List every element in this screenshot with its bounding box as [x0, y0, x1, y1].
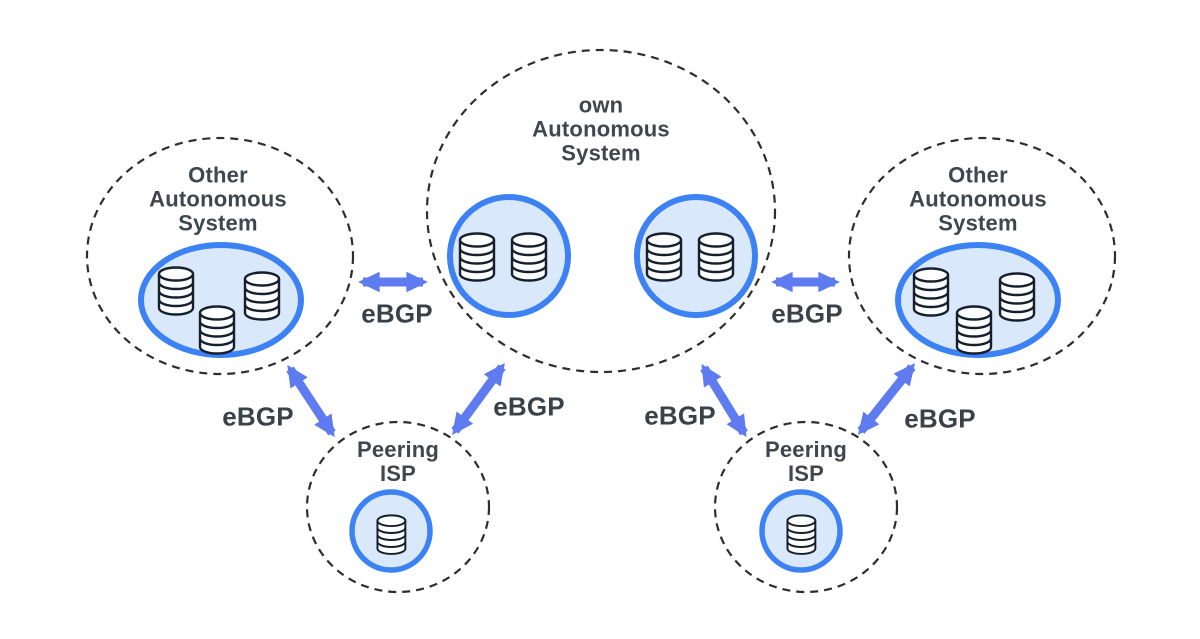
- ebgp-label-other-right-to-own: eBGP: [771, 298, 843, 329]
- database-icon: [157, 266, 195, 316]
- database-icon: [645, 232, 683, 282]
- peering-isp-left-label: Peering ISP: [356, 436, 440, 486]
- own-as-label: own Autonomous System: [532, 92, 670, 167]
- database-icon: [510, 232, 548, 282]
- other-as-left-boundary: [85, 136, 355, 376]
- ebgp-label-own-to-isp-left: eBGP: [493, 391, 565, 422]
- own-as-router-group-right: [634, 194, 758, 318]
- ebgp-arrow-other-left-to-isp-left: [286, 364, 336, 438]
- database-icon: [786, 514, 817, 555]
- ebgp-arrow-other-right-to-isp-right: [857, 363, 916, 435]
- database-icon: [697, 232, 735, 282]
- peering-isp-right-boundary: [713, 420, 899, 594]
- ebgp-label-own-to-isp-right: eBGP: [644, 400, 716, 431]
- database-icon: [376, 514, 407, 555]
- database-icon: [912, 267, 950, 317]
- ebgp-arrow-own-to-isp-left: [451, 363, 506, 435]
- own-as-boundary: [425, 48, 777, 374]
- database-icon: [998, 272, 1036, 322]
- own-as-router-group-left: [447, 194, 571, 318]
- ebgp-arrow-own-to-isp-right: [700, 363, 748, 438]
- other-as-right-boundary: [847, 136, 1117, 376]
- other-as-left-label: Other Autonomous System: [149, 162, 287, 237]
- database-icon: [243, 271, 281, 321]
- database-icon: [955, 305, 993, 355]
- database-icon: [458, 232, 496, 282]
- peering-isp-right-label: Peering ISP: [764, 436, 848, 486]
- other-as-right-label: Other Autonomous System: [909, 162, 1047, 237]
- peering-isp-left-boundary: [305, 420, 491, 594]
- database-icon: [198, 305, 236, 355]
- ebgp-label-other-left-to-own: eBGP: [361, 298, 433, 329]
- ebgp-label-other-right-to-isp-right: eBGP: [904, 403, 976, 434]
- ebgp-label-other-left-to-isp-left: eBGP: [222, 401, 294, 432]
